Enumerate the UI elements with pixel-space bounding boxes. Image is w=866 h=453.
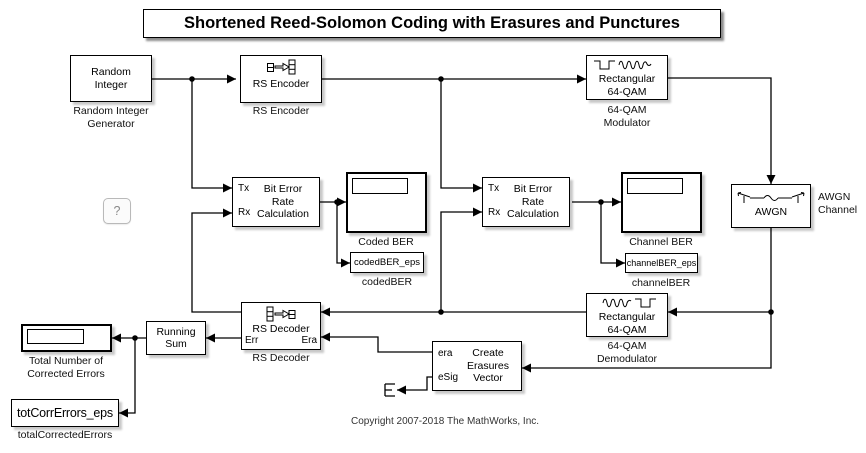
- junction-dot: [438, 309, 444, 315]
- junction-dot: [132, 335, 138, 341]
- block-text: Rectangular 64-QAM: [598, 73, 656, 98]
- port-era: Era: [301, 335, 317, 346]
- wire-esig-to-terminator[interactable]: [397, 376, 432, 395]
- block-64qam-demodulator[interactable]: Rectangular 64-QAM: [586, 293, 668, 337]
- copyright-text: Copyright 2007-2018 The MathWorks, Inc.: [350, 416, 540, 427]
- label-totalcorrectederrors: totalCorrectedErrors: [17, 429, 113, 441]
- block-text: Rectangular 64-QAM: [598, 311, 656, 336]
- block-display-total-corrected-errors[interactable]: [21, 324, 112, 352]
- label-total-corrected-errors: Total Number of Corrected Errors: [27, 355, 105, 380]
- port-era: era: [438, 348, 453, 359]
- label-rs-encoder: RS Encoder: [252, 105, 310, 117]
- label-codedber: codedBER: [361, 276, 413, 288]
- wire-running-sum-to-workspace[interactable]: [119, 338, 136, 418]
- scope-display-area: [627, 178, 683, 194]
- label-channel-ber: Channel BER: [629, 236, 693, 248]
- scope-display-area: [352, 178, 408, 194]
- model-title: Shortened Reed-Solomon Coding with Erasu…: [143, 9, 721, 38]
- terminator-ground-icon[interactable]: [383, 382, 397, 398]
- decoder-blocks-arrow-icon: [266, 306, 296, 322]
- block-scope-coded-ber[interactable]: [346, 172, 427, 233]
- block-text: RS Decoder: [252, 323, 310, 335]
- block-to-workspace-channelber[interactable]: channelBER_eps: [625, 253, 698, 273]
- block-text: Running Sum: [156, 325, 196, 351]
- label-64qam-modulator: 64-QAM Modulator: [603, 104, 651, 129]
- wire-ber-coded-to-workspace[interactable]: [336, 202, 350, 268]
- antenna-noise-icon: [737, 192, 805, 203]
- label-64qam-demodulator: 64-QAM Demodulator: [596, 340, 658, 365]
- wire-encoder-to-ber-channel-tx[interactable]: [440, 79, 482, 193]
- label-rs-decoder: RS Decoder: [252, 352, 310, 364]
- block-text: Random Integer: [91, 66, 131, 91]
- block-rs-decoder[interactable]: RS Decoder Err Era: [241, 302, 321, 350]
- junction-dot: [438, 76, 444, 82]
- wire-random-to-ber-coded-tx[interactable]: [191, 79, 232, 193]
- block-text: Create Erasures Vector: [466, 347, 509, 384]
- block-text: Bit Error Rate Calculation: [507, 183, 559, 220]
- display-value-area: [27, 329, 84, 344]
- block-to-workspace-codedber[interactable]: codedBER_eps: [350, 252, 424, 273]
- help-button-label: ?: [113, 204, 121, 218]
- junction-dot: [334, 199, 340, 205]
- help-button[interactable]: ?: [103, 198, 131, 224]
- block-to-workspace-totcorrerrors[interactable]: totCorrErrors_eps: [11, 399, 119, 427]
- label-channelber: channelBER: [631, 277, 691, 289]
- wire-era-to-decoder[interactable]: [321, 332, 432, 353]
- block-ber-calculation-channel[interactable]: Tx Rx Bit Error Rate Calculation: [482, 177, 570, 227]
- label-random-integer-generator: Random Integer Generator: [73, 105, 149, 130]
- port-rx: Rx: [488, 207, 501, 218]
- label-awgn-channel: AWGN Channel: [818, 191, 858, 216]
- block-text: channelBER_eps: [626, 258, 697, 268]
- wire-decoder-to-ber-coded-rx[interactable]: [191, 208, 241, 313]
- port-tx: Tx: [238, 183, 250, 194]
- wire-demod-branch-to-ber-channel-rx[interactable]: [440, 207, 482, 312]
- port-tx: Tx: [488, 183, 500, 194]
- port-rx: Rx: [238, 207, 251, 218]
- port-esig: eSig: [438, 372, 459, 383]
- block-awgn-channel[interactable]: AWGN: [731, 184, 811, 228]
- block-text: RS Encoder: [252, 78, 310, 90]
- square-to-sine-wave-icon: [594, 60, 652, 70]
- sine-to-square-wave-icon: [602, 298, 656, 308]
- block-running-sum[interactable]: Running Sum: [146, 321, 206, 355]
- block-text: codedBER_eps: [353, 257, 421, 268]
- block-text: totCorrErrors_eps: [17, 406, 113, 420]
- port-err: Err: [245, 335, 259, 346]
- block-text: Bit Error Rate Calculation: [257, 183, 309, 220]
- block-create-erasures-vector[interactable]: era eSig Create Erasures Vector: [432, 341, 522, 391]
- wire-awgn-to-create-erasures[interactable]: [522, 228, 772, 373]
- block-text: AWGN: [754, 206, 788, 218]
- wire-modulator-to-awgn[interactable]: [668, 77, 776, 184]
- block-64qam-modulator[interactable]: Rectangular 64-QAM: [586, 55, 668, 100]
- block-scope-channel-ber[interactable]: [621, 172, 702, 233]
- block-ber-calculation-coded[interactable]: Tx Rx Bit Error Rate Calculation: [232, 177, 320, 227]
- junction-dot: [768, 309, 774, 315]
- block-random-integer-generator[interactable]: Random Integer: [70, 55, 152, 102]
- label-coded-ber: Coded BER: [358, 236, 414, 248]
- wire-ber-channel-to-workspace[interactable]: [600, 202, 625, 268]
- encoder-blocks-arrow-icon: [267, 59, 296, 75]
- junction-dot: [598, 199, 604, 205]
- junction-dot: [189, 76, 195, 82]
- block-rs-encoder[interactable]: RS Encoder: [240, 55, 322, 103]
- model-title-text: Shortened Reed-Solomon Coding with Erasu…: [184, 14, 680, 32]
